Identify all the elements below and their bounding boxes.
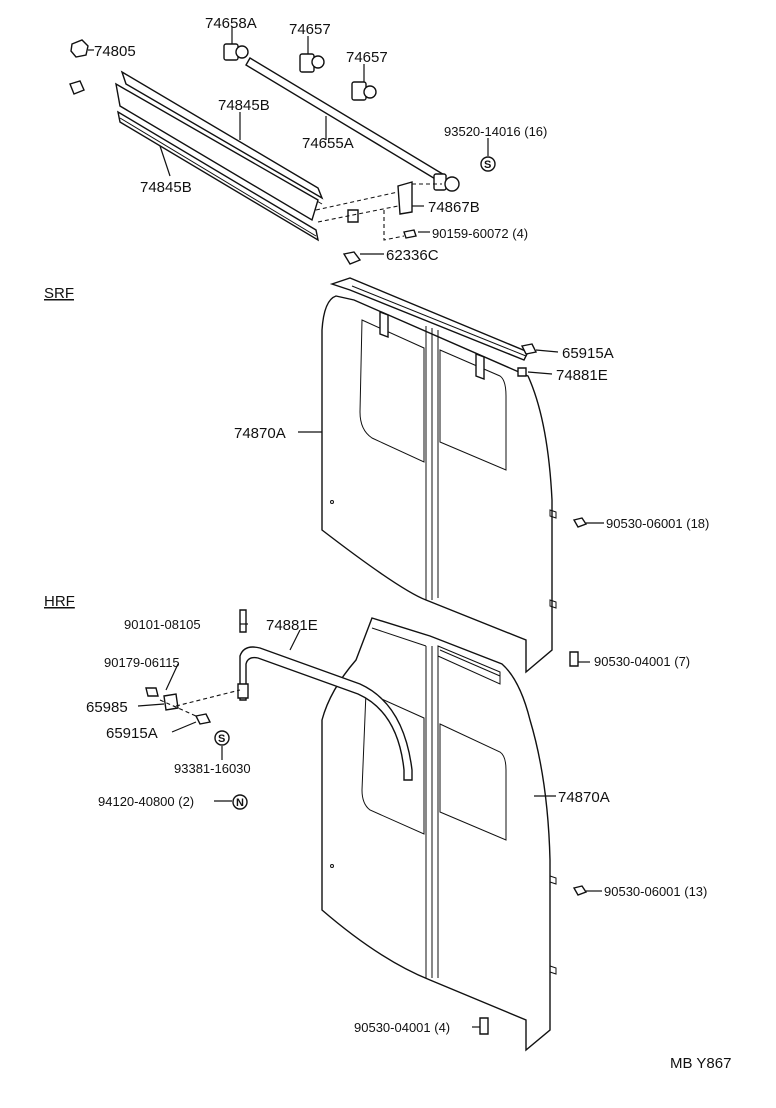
footer-code: MB Y867: [670, 1055, 731, 1072]
clip-74657-a: [299, 53, 325, 73]
leaders-hrf: [137, 623, 602, 1028]
label-90530-4: 90530-04001 (4): [354, 1020, 450, 1035]
rail-74845B-lower: [117, 110, 319, 242]
label-74655A: 74655A: [302, 135, 354, 152]
label-90530-7: 90530-04001 (7): [594, 654, 690, 669]
label-90179: 90179-06115: [104, 655, 180, 670]
label-62336C: 62336C: [386, 247, 439, 264]
leaders-top: [88, 26, 489, 255]
screw-90530-4: [479, 1017, 489, 1035]
label-65985: 65985: [86, 699, 128, 716]
label-74658A: 74658A: [205, 15, 257, 32]
end-cap-small: [69, 80, 85, 95]
label-90530-13: 90530-06001 (13): [604, 884, 707, 899]
label-74870A-hrf: 74870A: [558, 789, 610, 806]
clip-65915A-srf: [520, 343, 538, 355]
symbol-s-hrf: S: [214, 730, 230, 746]
clip-62336C: [342, 251, 362, 265]
label-74870A-srf: 74870A: [234, 425, 286, 442]
bolt-90159: [403, 229, 417, 239]
section-srf: SRF: [44, 285, 74, 302]
label-74845B-lower: 74845B: [140, 179, 192, 196]
symbol-s-top: S: [480, 156, 496, 172]
end-cap-74805: [70, 39, 89, 58]
label-74867B: 74867B: [428, 199, 480, 216]
label-74805: 74805: [94, 43, 136, 60]
svg-text:S: S: [484, 159, 491, 171]
clip-74658A: [223, 43, 249, 61]
label-90159: 90159-60072 (4): [432, 226, 528, 241]
part-labels: 74658A 74657 74657 74805 74845B 74655A 9…: [86, 15, 731, 1072]
clip-rail: [347, 209, 359, 223]
rail-74845B-upper: [120, 70, 324, 200]
bolt-90101: [239, 609, 247, 633]
label-74657-b: 74657: [346, 49, 388, 66]
label-90101: 90101-08105: [124, 617, 201, 632]
svg-text:S: S: [218, 733, 225, 745]
label-74657-a: 74657: [289, 21, 331, 38]
hardware-hrf: [145, 609, 588, 1035]
screw-90530-18: [572, 517, 588, 528]
label-93381: 93381-16030: [174, 761, 251, 776]
screw-90530-7: [569, 651, 579, 667]
label-93520: 93520-14016 (16): [444, 124, 547, 139]
svg-text:N: N: [236, 797, 244, 809]
label-74881E-srf: 74881E: [556, 367, 608, 384]
panel-74870A-srf: [321, 277, 557, 674]
label-74845B-upper: 74845B: [218, 97, 270, 114]
label-65915A-hrf: 65915A: [106, 725, 158, 742]
bracket-rod-end: [237, 683, 249, 699]
bracket-74867B: [397, 181, 413, 215]
clip-74881E-srf: [517, 367, 527, 377]
symbol-n-hrf: N: [232, 794, 248, 810]
label-90530-18: 90530-06001 (18): [606, 516, 709, 531]
screw-90530-13: [572, 885, 588, 896]
rod-74881E-hrf: [239, 646, 413, 781]
clip-65915A-hrf: [194, 713, 212, 725]
section-hrf: HRF: [44, 593, 75, 610]
clip-end-rod: [433, 173, 460, 192]
panel-74870A-hrf: [321, 617, 557, 1052]
label-74881E-hrf: 74881E: [266, 617, 318, 634]
clip-90179: [145, 687, 159, 697]
clip-74657-b: [351, 81, 377, 101]
rail-assembly: [69, 39, 460, 265]
leaders-srf: [298, 349, 604, 524]
label-65915A-srf: 65915A: [562, 345, 614, 362]
label-94120: 94120-40800 (2): [98, 794, 194, 809]
